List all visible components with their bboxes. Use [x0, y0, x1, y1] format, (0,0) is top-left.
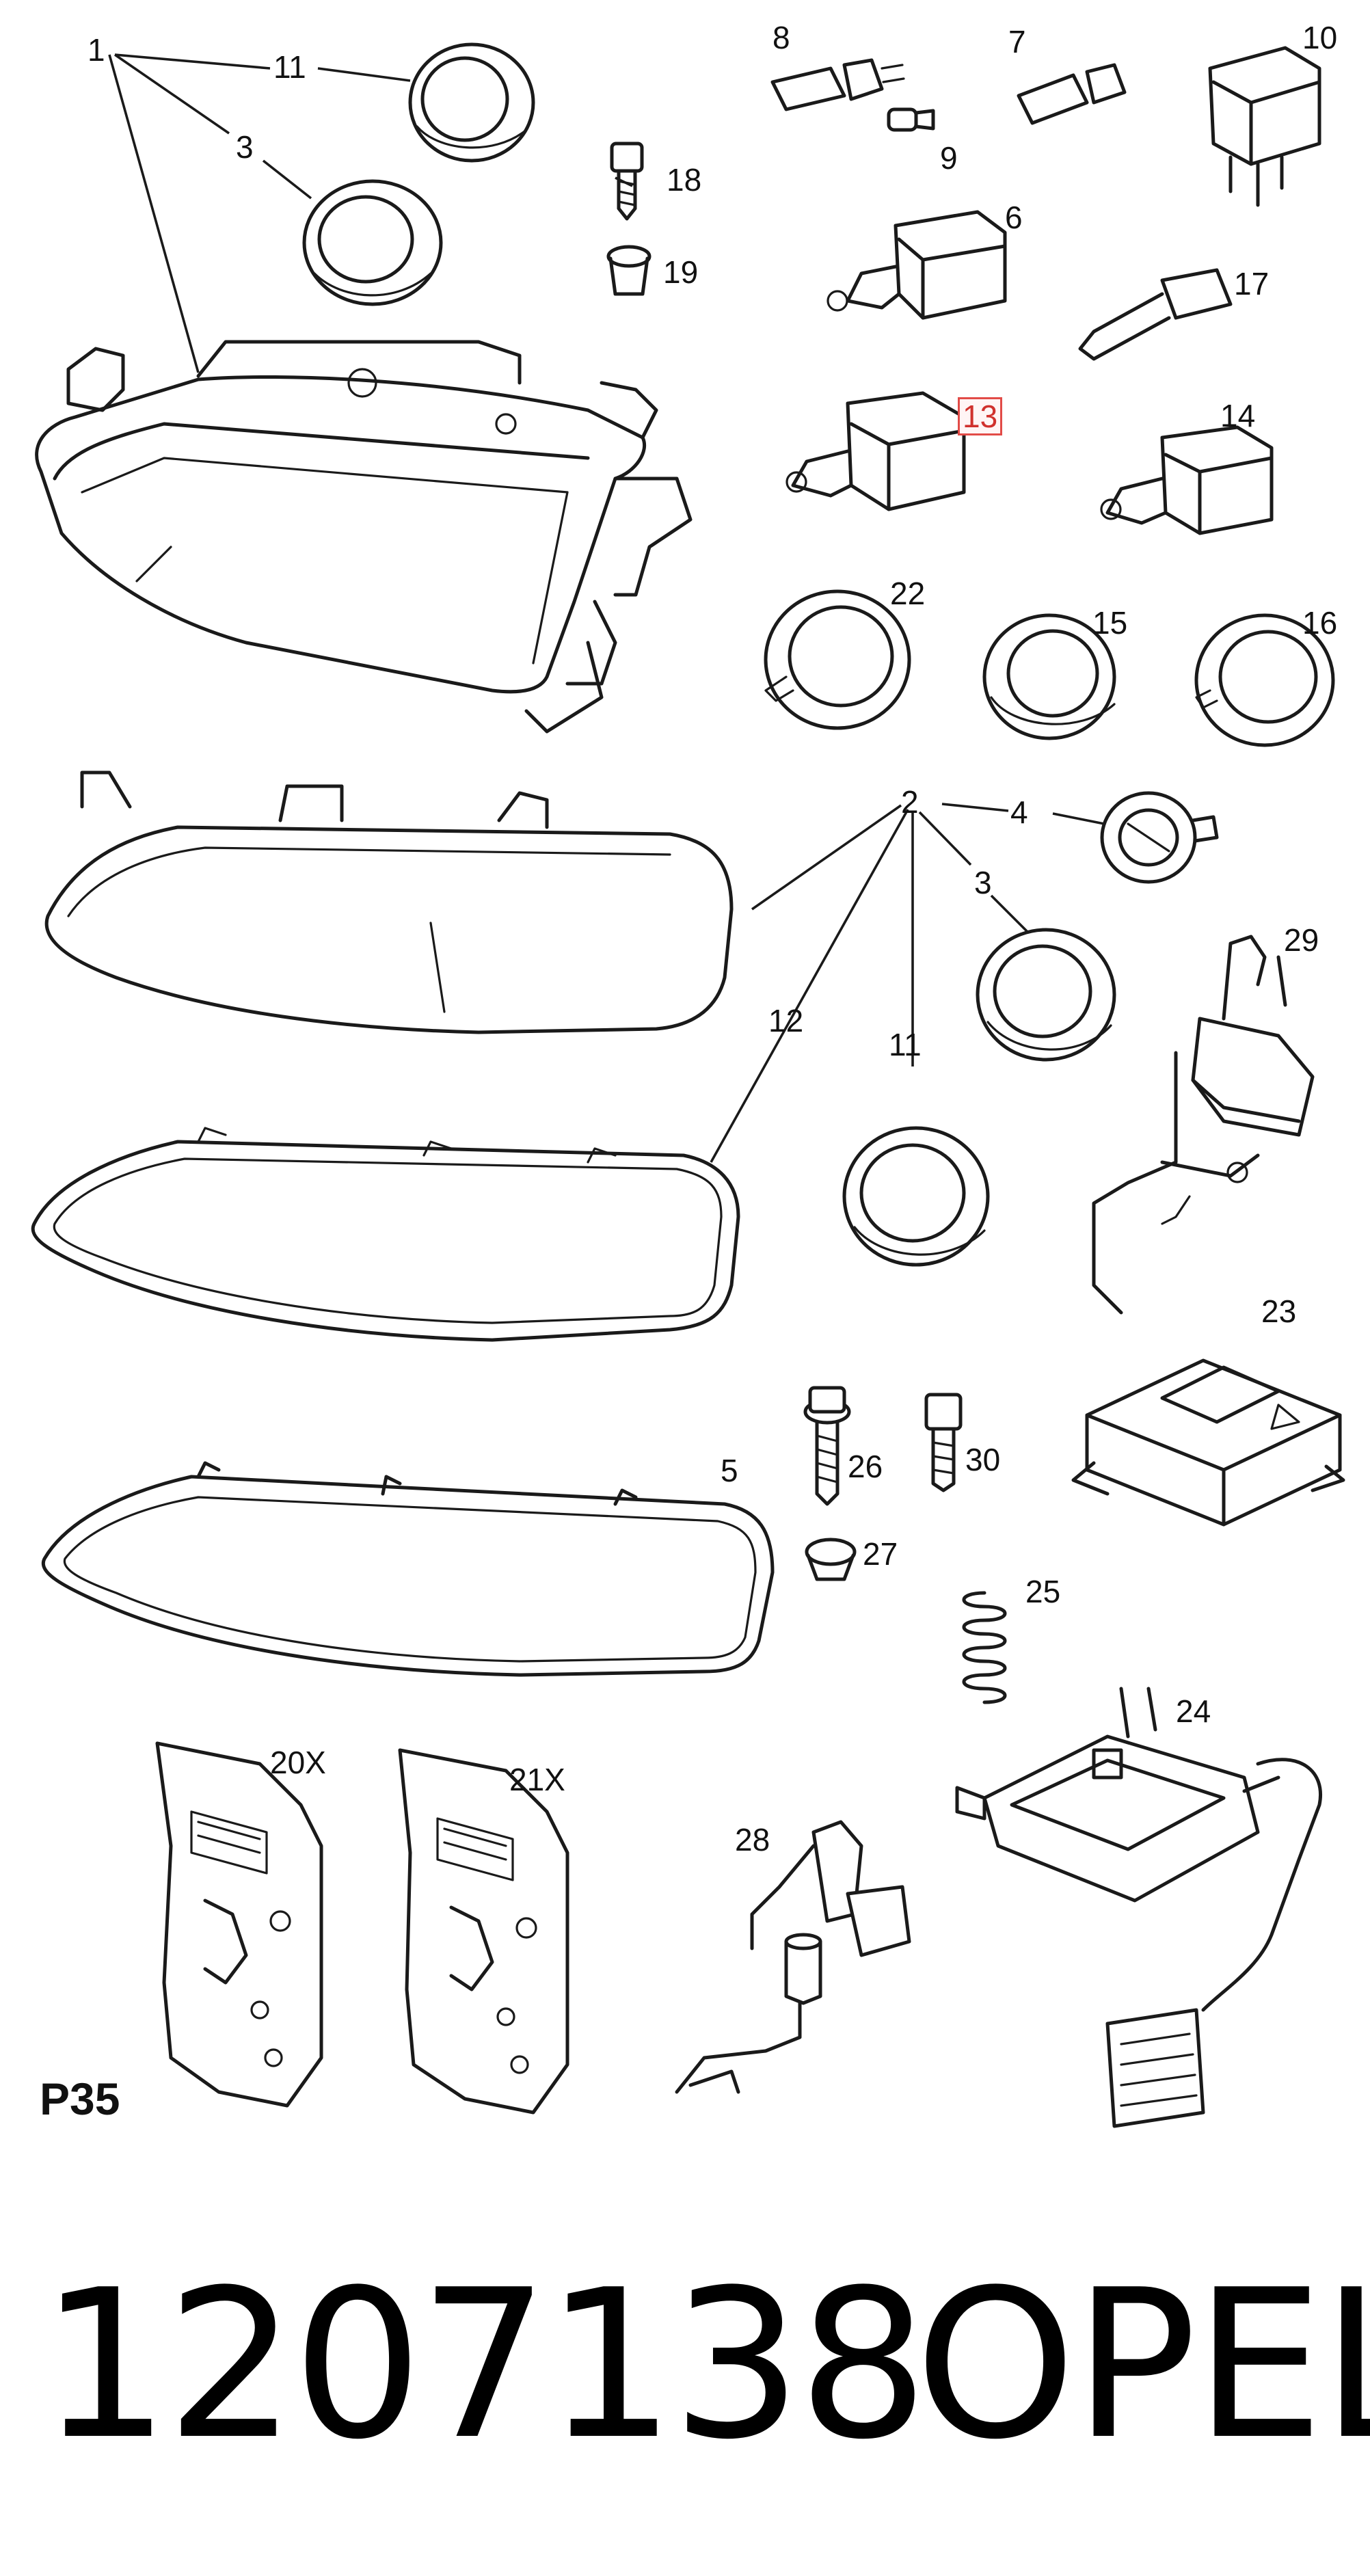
callout-15[interactable]: 15 — [1092, 605, 1128, 641]
lens-12 — [31, 1127, 740, 1342]
callout-30[interactable]: 30 — [965, 1442, 1001, 1477]
cap-3-top — [302, 179, 443, 306]
callout-3[interactable]: 3 — [236, 129, 254, 165]
nut-19 — [606, 245, 652, 296]
bolt-18 — [610, 142, 644, 221]
callout-10[interactable]: 10 — [1302, 20, 1338, 55]
callout-16[interactable]: 16 — [1302, 605, 1338, 641]
callout-19[interactable]: 19 — [663, 254, 699, 290]
callout-1[interactable]: 1 — [88, 32, 105, 68]
callout-20x[interactable]: 20X — [270, 1745, 326, 1780]
callout-23[interactable]: 23 — [1261, 1293, 1297, 1329]
headlamp-assembly-2 — [44, 770, 734, 1034]
callout-17[interactable]: 17 — [1234, 266, 1270, 301]
bulb-8 — [770, 58, 905, 111]
callout-26[interactable]: 26 — [848, 1449, 883, 1484]
control-unit-23 — [1071, 1358, 1345, 1527]
brand-name: OPEL — [915, 2246, 1370, 2484]
callout-12[interactable]: 12 — [768, 1003, 804, 1038]
bulb-9 — [887, 107, 935, 132]
callout-6[interactable]: 6 — [1005, 200, 1023, 235]
bulb-holder-17 — [1078, 268, 1233, 361]
callout-8[interactable]: 8 — [773, 20, 790, 55]
clip-27 — [805, 1538, 857, 1581]
cap-3-right — [976, 928, 1116, 1062]
callout-4[interactable]: 4 — [1010, 794, 1028, 830]
callout-24[interactable]: 24 — [1176, 1693, 1211, 1729]
kit-bag-20x — [155, 1741, 323, 2108]
callout-28[interactable]: 28 — [735, 1822, 770, 1857]
lens-5 — [41, 1461, 775, 1677]
level-sensor-29 — [1092, 935, 1315, 1315]
callout-14[interactable]: 14 — [1220, 398, 1256, 433]
bulb-7 — [1017, 63, 1127, 125]
linkage-28 — [675, 1820, 911, 2094]
cap-11-top — [408, 42, 535, 163]
callout-29[interactable]: 29 — [1284, 922, 1319, 958]
callout-22[interactable]: 22 — [890, 576, 926, 611]
lamp-actuator-13 — [785, 391, 966, 511]
lamp-actuator-6 — [827, 210, 1007, 320]
bulb-socket-15 — [982, 613, 1116, 740]
module-harness-24 — [955, 1687, 1322, 2128]
callout-9[interactable]: 9 — [940, 140, 958, 176]
callout-7[interactable]: 7 — [1008, 24, 1026, 59]
callout-13-highlighted[interactable]: 13 — [957, 397, 1003, 435]
bulb-socket-22 — [764, 589, 911, 730]
callout-11-center[interactable]: 11 — [889, 1027, 922, 1062]
lamp-actuator-14 — [1100, 425, 1274, 535]
bulb-socket-16 — [1194, 613, 1335, 747]
callout-3-right[interactable]: 3 — [974, 865, 992, 900]
part-number: 1207138 — [40, 2246, 928, 2484]
cap-11-center — [842, 1126, 990, 1267]
callout-18[interactable]: 18 — [667, 162, 702, 198]
page-code: P35 — [40, 2074, 120, 2124]
callout-2[interactable]: 2 — [901, 784, 919, 820]
headlamp-assembly-1 — [35, 340, 693, 734]
bulb-socket-4 — [1100, 791, 1219, 884]
callout-27[interactable]: 27 — [863, 1536, 898, 1572]
callout-25[interactable]: 25 — [1025, 1574, 1061, 1609]
spring-25 — [962, 1591, 1007, 1704]
kit-bag-21x — [398, 1748, 569, 2115]
screw-30 — [924, 1393, 963, 1492]
callout-21x[interactable]: 21X — [509, 1762, 565, 1797]
relay-10 — [1208, 46, 1321, 207]
screw-26 — [803, 1386, 851, 1506]
callout-5[interactable]: 5 — [721, 1453, 738, 1488]
callout-11[interactable]: 11 — [273, 49, 306, 85]
